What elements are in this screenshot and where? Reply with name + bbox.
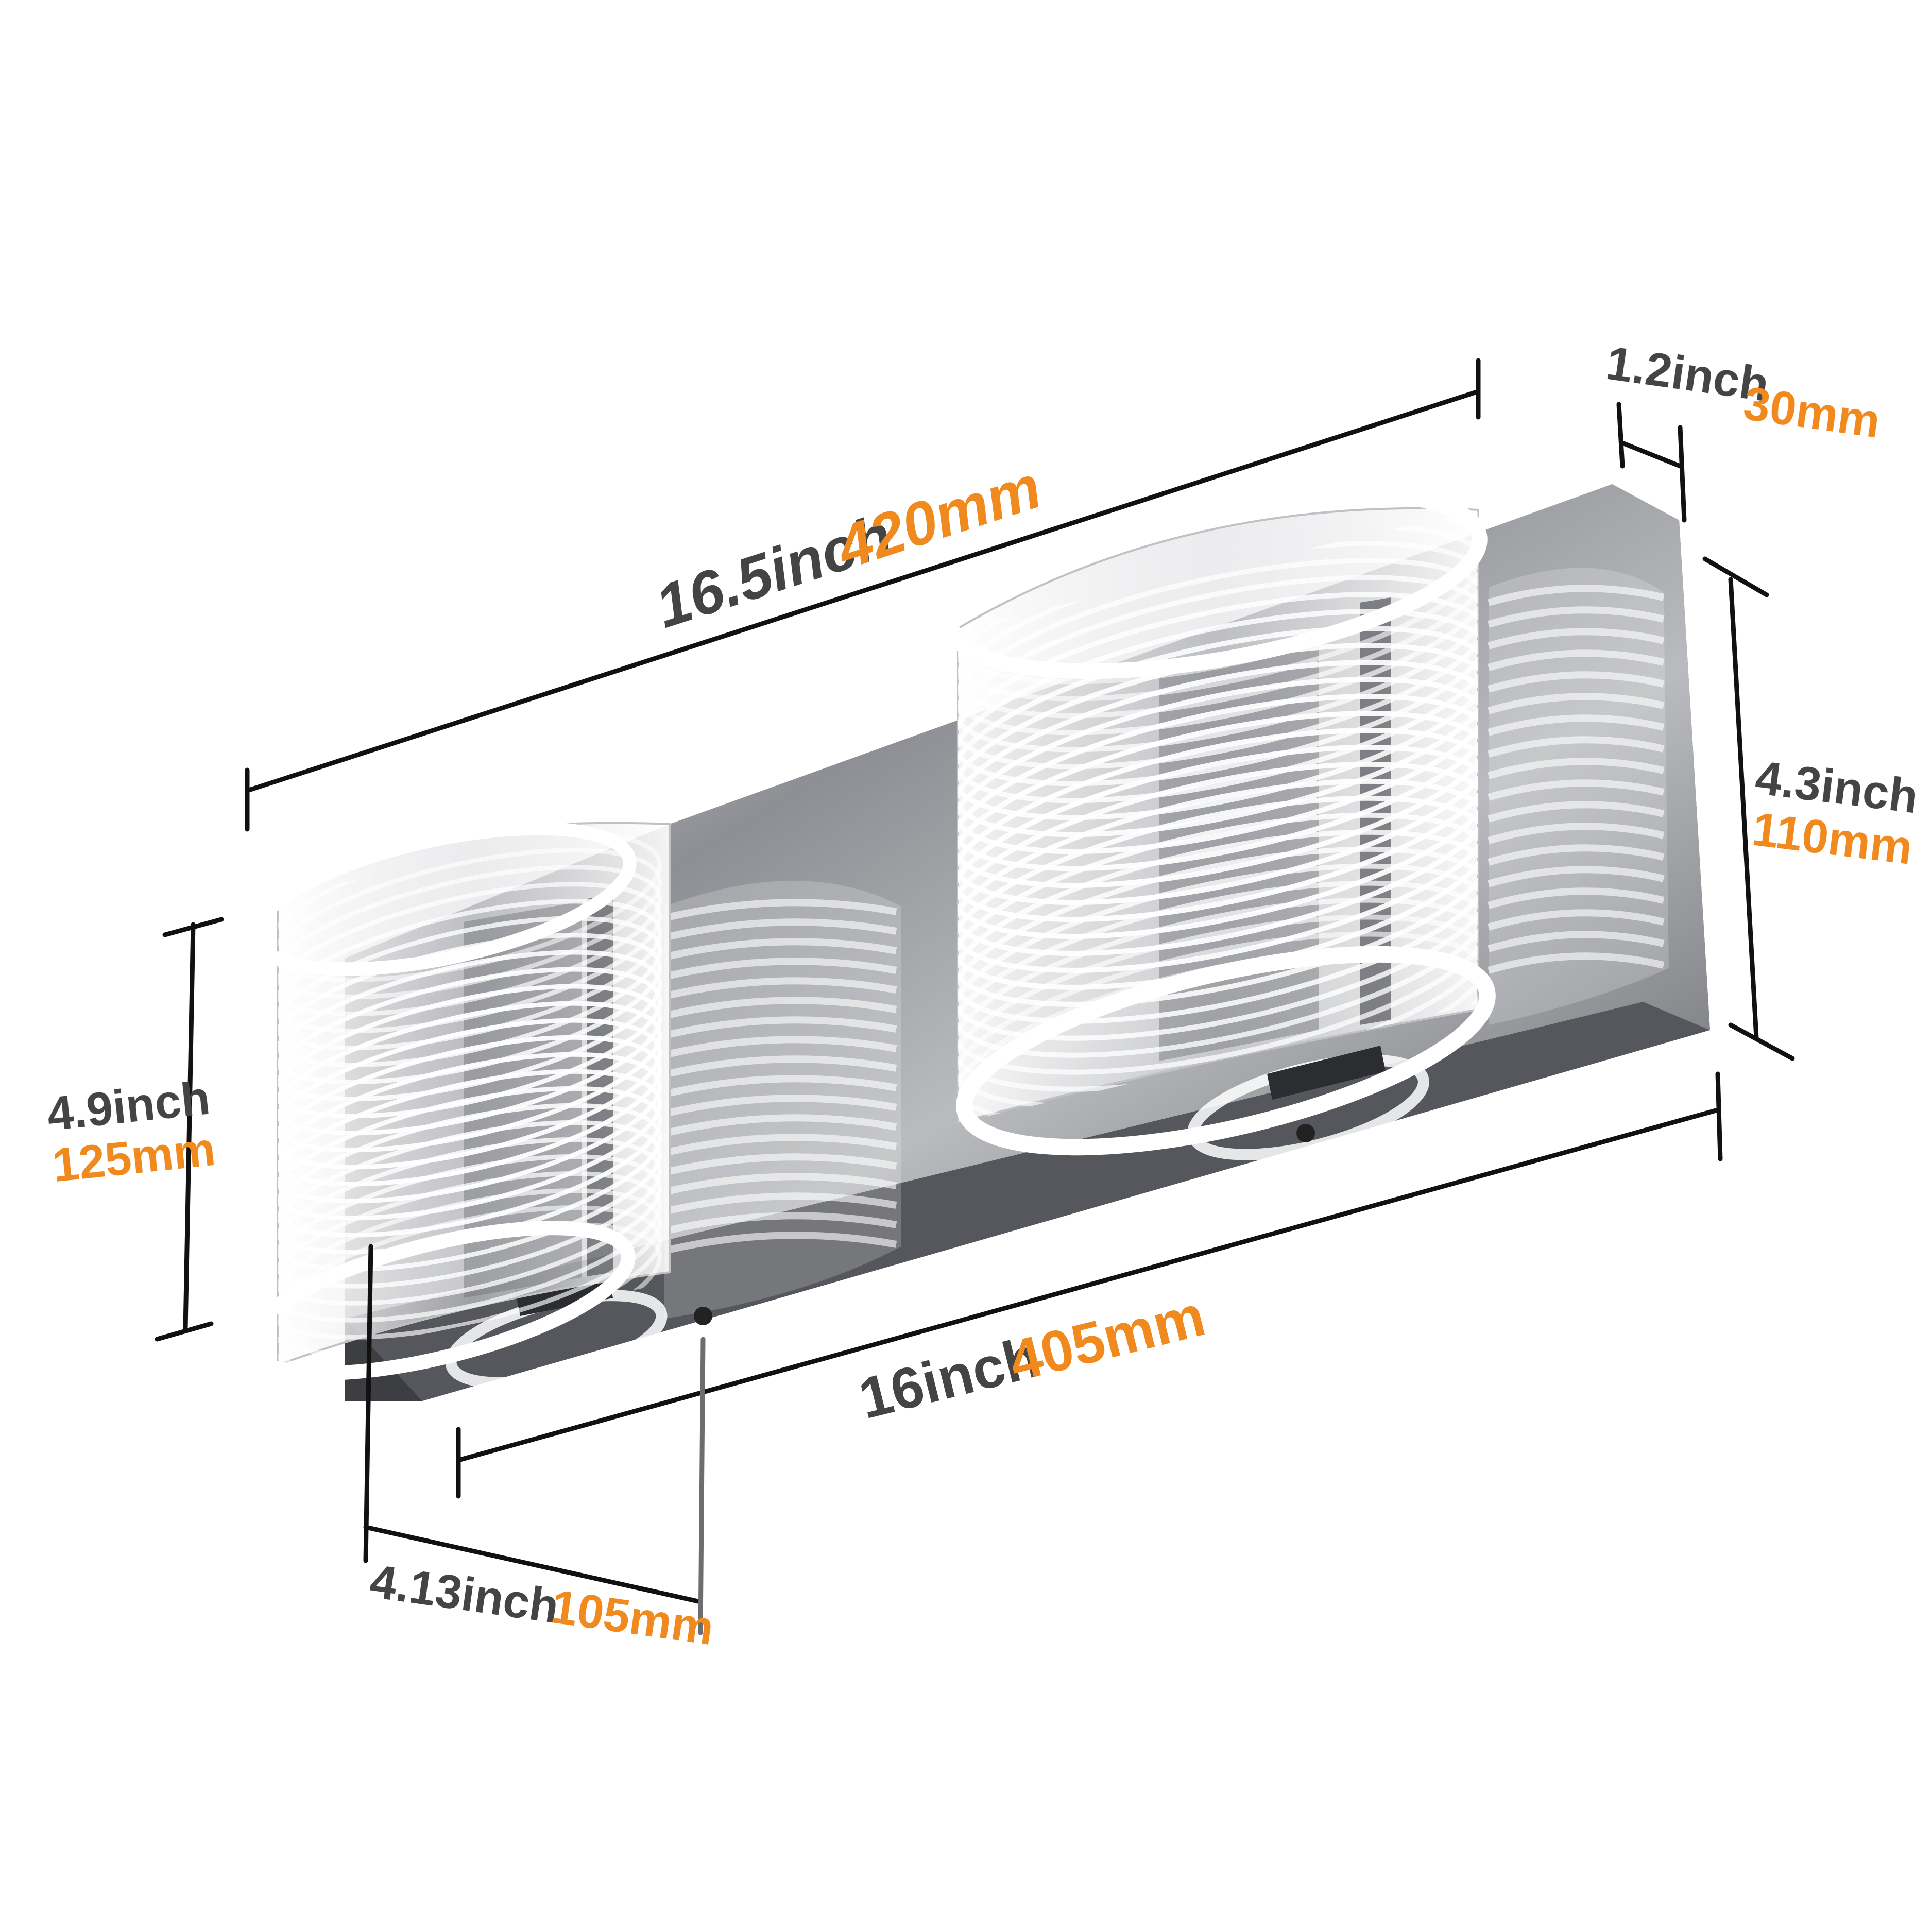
shade-ring [958,812,1478,1007]
reflection-line [669,1095,897,1116]
reflection-line [669,918,897,940]
overall-length-line [245,389,1481,793]
shade-ring [958,694,1478,888]
backplate-height-line [1728,577,1759,1040]
depth-line [1620,440,1683,469]
shade-ring [958,558,1478,753]
shade-ring [958,761,1478,956]
reflection-line [669,977,897,999]
reflection-line [669,1192,897,1214]
reflection-line [1488,585,1665,606]
reflection-line [669,1036,897,1057]
shade-right [944,485,1496,1156]
reflection-line [1488,801,1665,823]
reflection-line [1488,887,1665,909]
shade-ring [278,1154,662,1306]
shade-ring [958,744,1478,939]
reflection-line [1488,736,1665,758]
reflection-line [669,1212,897,1234]
reflection-line [1488,931,1665,952]
reflection-line [1488,606,1665,628]
shade-ring [958,863,1478,1058]
shade-ring [958,592,1478,787]
reflection-line [1488,952,1665,974]
dimension-lines [155,358,1795,1635]
shade-ring [958,677,1478,871]
shade-ring [278,1188,662,1340]
reflection-line [1488,693,1665,714]
shade-ring [958,727,1478,922]
shade-ring [278,1120,662,1272]
label-depth: 1.2inch 30mm [1603,337,1884,448]
label-backplate-height: 4.3inch 110mm [1749,751,1921,875]
label-shade-height: 4.9inch 125mm [44,1071,217,1192]
shade-height-line [183,922,196,1331]
reflection-line [669,899,897,920]
reflection-line [669,958,897,979]
backplate-bottom-edge [345,1002,1710,1401]
reflection-line [669,1173,897,1194]
shade-ring [958,660,1478,854]
reflection-line [1488,823,1665,844]
shade-ring [958,880,1478,1075]
shade-ring [958,626,1478,820]
reflection-line [1488,844,1665,866]
reflection-line [1488,671,1665,693]
projection-line [363,1525,703,1604]
reflection-line [669,1016,897,1038]
label-backplate-length: 16inch 405mm [853,1283,1211,1431]
shade-ring [958,711,1478,905]
shade-ring [278,1171,662,1323]
reflection-line [1488,758,1665,779]
fixture [240,484,1710,1401]
shade-ring [958,829,1478,1024]
reflection-line [669,1114,897,1136]
reflection-line [1488,779,1665,801]
shade-left [240,822,671,1380]
bracket-right [1267,1046,1386,1100]
shade-ring [958,778,1478,973]
reflection-line [1488,628,1665,649]
reflection-line [1488,714,1665,736]
screw-left [694,1307,712,1325]
shade-ring [958,575,1478,770]
reflection-line [669,1055,897,1077]
reflection-line [669,1232,897,1253]
reflection-line [669,938,897,960]
reflection-line [669,1153,897,1175]
screw-right [1296,1124,1315,1142]
reflection-line [669,1075,897,1097]
reflection-line [1488,909,1665,931]
reflection-line [669,1134,897,1155]
shade-ring [278,1137,662,1289]
depth-mm: 30mm [1740,377,1884,448]
reflection-line [1488,649,1665,671]
reflection-line [669,997,897,1018]
shade-ring [958,609,1478,803]
backplate-length-line [456,1107,1720,1463]
projection-mm: 105mm [548,1580,717,1655]
label-projection: 4.13inch 105mm [367,1555,717,1655]
reflection-line [1488,866,1665,887]
shade-ring [958,846,1478,1041]
